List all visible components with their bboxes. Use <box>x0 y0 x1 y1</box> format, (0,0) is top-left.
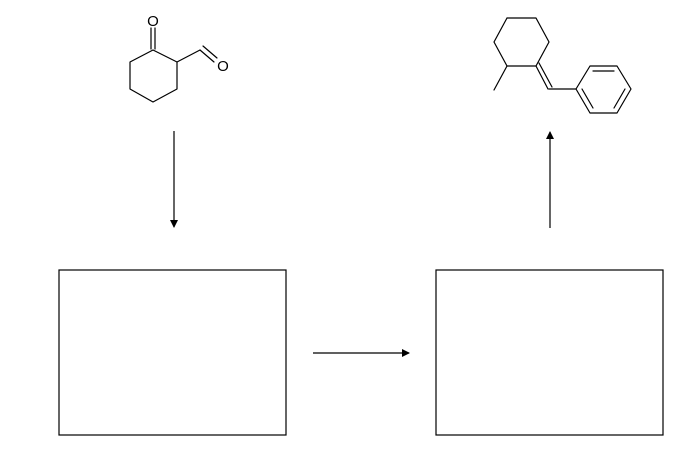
aldehyde-carbon-bond <box>176 49 201 63</box>
benzene-inner-bond-3 <box>581 88 594 109</box>
exocyclic-double-bond-b <box>538 62 553 88</box>
aldehyde-double-bond-b <box>202 45 218 59</box>
aldehyde-oxygen-label: O <box>217 58 229 75</box>
intermediate-box-1[interactable] <box>58 269 287 436</box>
exocyclic-double-bond-a <box>535 65 549 90</box>
intermediate-box-2[interactable] <box>435 269 664 436</box>
ketone-oxygen-label: O <box>147 13 159 30</box>
benzene-ring <box>575 65 632 114</box>
starting-material-structure: O O <box>129 13 229 103</box>
product-cyclohexane-ring <box>493 17 550 67</box>
benzene-inner-bond-2 <box>613 88 626 109</box>
methyl-bond <box>493 65 508 91</box>
aldehyde-double-bond-a <box>199 49 215 63</box>
cyclohexane-ring <box>129 49 178 103</box>
product-structure <box>493 17 632 114</box>
